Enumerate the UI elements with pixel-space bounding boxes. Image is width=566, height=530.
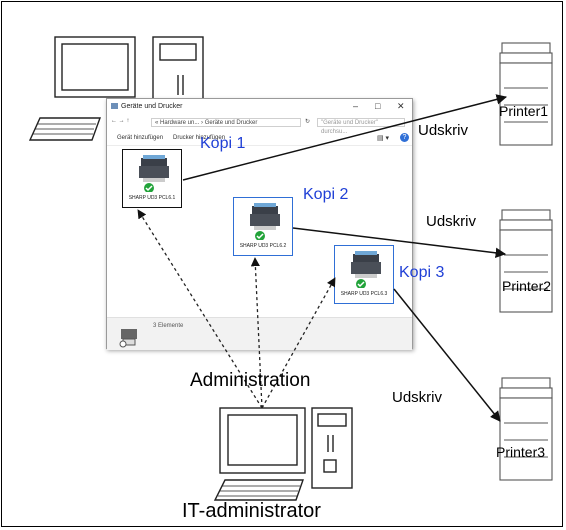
- address-bar: ← → ↑ « Hardware un... › Geräte und Druc…: [107, 116, 412, 135]
- nav-arrows-icon[interactable]: ← → ↑: [111, 118, 130, 124]
- view-options-icon[interactable]: ▤ ▾: [377, 135, 390, 142]
- printer-name: SHARP UD3 PCL6.3: [340, 291, 388, 297]
- printer3-icon: [499, 377, 553, 481]
- window-titlebar: Geräte und Drucker – □ ✕: [107, 99, 412, 116]
- command-bar: Gerät hinzufügen Drucker hinzufügen ▤ ▾ …: [107, 133, 412, 146]
- print-label-3: Udskriv: [392, 389, 443, 406]
- printer-item-3[interactable]: SHARP UD3 PCL6.3: [334, 245, 394, 304]
- maximize-icon[interactable]: □: [375, 101, 381, 111]
- it-administrator-label: IT-administrator: [182, 500, 321, 522]
- breadcrumb[interactable]: « Hardware un... › Geräte und Drucker: [151, 118, 301, 127]
- minimize-icon[interactable]: –: [353, 101, 359, 111]
- copy-label-3: Kopi 3: [399, 264, 445, 281]
- help-icon[interactable]: ?: [400, 133, 409, 142]
- printer1-label: Printer1: [499, 103, 549, 119]
- printer-icon: [139, 155, 169, 192]
- print-label-2: Udskriv: [426, 213, 477, 230]
- copy-label-1: Kopi 1: [200, 135, 246, 152]
- printer-item-2[interactable]: SHARP UD3 PCL6.2: [233, 197, 293, 256]
- add-device-button[interactable]: Gerät hinzufügen: [117, 135, 164, 141]
- admin-computer-icon: [213, 407, 353, 501]
- printer-icon: [250, 203, 280, 240]
- status-bar: 3 Elemente: [107, 317, 412, 350]
- printer3-label: Printer3: [496, 444, 546, 460]
- printer-item-1[interactable]: SHARP UD3 PCL6.1: [122, 149, 182, 208]
- printer-name: SHARP UD3 PCL6.1: [128, 195, 176, 201]
- printer-status-icon: [119, 329, 137, 348]
- copy-label-2: Kopi 2: [303, 186, 349, 203]
- window-icon: [111, 103, 118, 109]
- close-icon[interactable]: ✕: [397, 101, 405, 111]
- search-input[interactable]: "Geräte und Drucker" durchsu...: [317, 118, 405, 135]
- administration-label: Administration: [190, 370, 311, 391]
- refresh-icon[interactable]: ↻: [305, 119, 311, 125]
- printer2-icon: [499, 209, 553, 313]
- item-count: 3 Elemente: [153, 323, 184, 329]
- printer2-label: Printer2: [502, 278, 552, 294]
- print-label-1: Udskriv: [418, 122, 469, 139]
- printer-icon: [351, 251, 381, 288]
- printer-name: SHARP UD3 PCL6.2: [239, 243, 287, 249]
- window-title: Geräte und Drucker: [121, 103, 183, 110]
- printer1-icon: [499, 42, 553, 146]
